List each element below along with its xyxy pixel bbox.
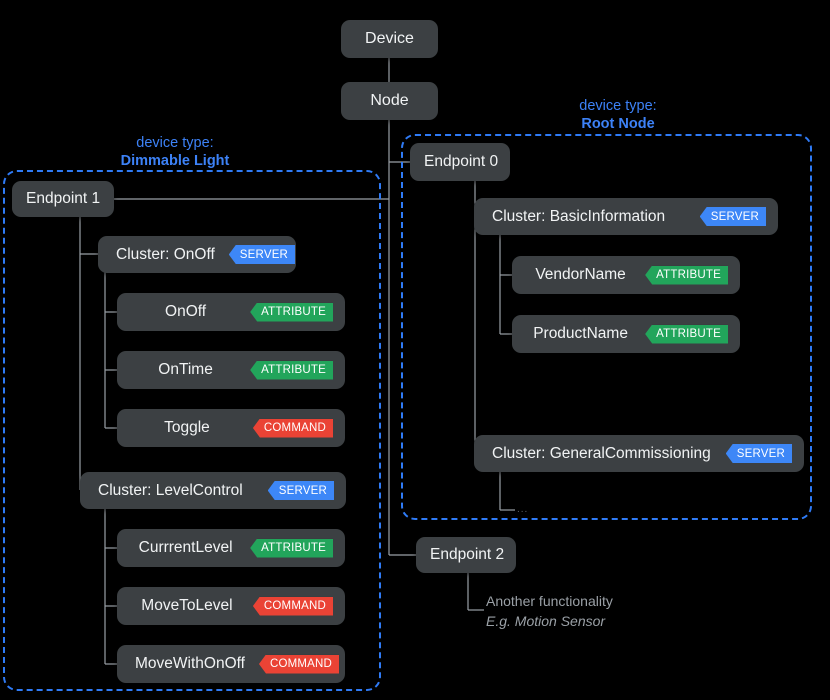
group-label-prefix: device type: [579,98,657,114]
node-item-onoff[interactable]: OnOff ATTRIBUTE [117,293,345,331]
commissioning-more-ellipsis: ... [517,504,529,515]
cluster-basicinformation-label: Cluster: BasicInformation [492,207,666,225]
group-label-root-node: device type: Root Node [538,97,698,133]
node-endpoint-0-label: Endpoint 0 [424,153,499,170]
node-cluster-levelcontrol[interactable]: Cluster: LevelControl SERVER [80,472,346,509]
node-item-productname[interactable]: ProductName ATTRIBUTE [512,315,740,353]
node-endpoint-2-label: Endpoint 2 [430,546,505,563]
node-item-vendorname[interactable]: VendorName ATTRIBUTE [512,256,740,294]
item-productname-label: ProductName [533,325,628,342]
item-vendorname-label: VendorName [535,266,626,283]
node-item-toggle[interactable]: Toggle COMMAND [117,409,345,447]
badge-attribute: ATTRIBUTE [250,538,333,558]
group-label-name: Root Node [581,116,655,132]
group-label-prefix: device type: [136,135,214,151]
endpoint-2-annotation: Another functionality E.g. Motion Sensor [486,591,613,631]
node-endpoint-1-label: Endpoint 1 [26,190,101,207]
node-item-ontime[interactable]: OnTime ATTRIBUTE [117,351,345,389]
badge-attribute: ATTRIBUTE [645,265,728,285]
node-endpoint-2[interactable]: Endpoint 2 [416,537,516,573]
node-endpoint-0[interactable]: Endpoint 0 [410,143,510,181]
endpoint-2-annotation-line-1: Another functionality [486,593,613,609]
badge-server: SERVER [699,207,766,226]
node-endpoint-1[interactable]: Endpoint 1 [12,181,114,217]
endpoint-2-annotation-line-2: E.g. Motion Sensor [486,613,606,629]
item-toggle-label: Toggle [164,419,210,436]
group-label-name: Dimmable Light [120,153,230,169]
badge-command: COMMAND [252,418,333,438]
item-onoff-label: OnOff [165,303,207,320]
item-ontime-label: OnTime [158,361,213,378]
node-item-movetolevel[interactable]: MoveToLevel COMMAND [117,587,345,625]
node-cluster-onoff[interactable]: Cluster: OnOff SERVER [98,236,296,273]
cluster-levelcontrol-label: Cluster: LevelControl [98,481,243,499]
node-cluster-generalcommissioning[interactable]: Cluster: GeneralCommissioning SERVER [474,435,804,472]
badge-server: SERVER [228,245,296,264]
item-movewithonoff-label: MoveWithOnOff [135,655,245,672]
badge-command: COMMAND [252,596,333,616]
item-movetolevel-label: MoveToLevel [141,597,233,614]
badge-server: SERVER [725,444,792,463]
group-label-dimmable-light: device type: Dimmable Light [95,134,255,170]
badge-attribute: ATTRIBUTE [250,302,333,322]
node-cluster-basicinformation[interactable]: Cluster: BasicInformation SERVER [474,198,778,235]
badge-command: COMMAND [258,654,340,674]
group-box-dimmable-light [3,170,381,691]
cluster-onoff-label: Cluster: OnOff [116,245,215,263]
group-box-root-node [401,134,812,520]
node-node-label: Node [370,92,409,109]
node-device-label: Device [365,30,414,47]
cluster-generalcommissioning-label: Cluster: GeneralCommissioning [492,444,711,462]
badge-server: SERVER [267,481,334,500]
node-item-movewithonoff[interactable]: MoveWithOnOff COMMAND [117,645,345,683]
node-node[interactable]: Node [341,82,438,120]
node-device[interactable]: Device [341,20,438,58]
badge-attribute: ATTRIBUTE [645,324,728,344]
node-item-currrentlevel[interactable]: CurrrentLevel ATTRIBUTE [117,529,345,567]
badge-attribute: ATTRIBUTE [250,360,333,380]
item-currrentlevel-label: CurrrentLevel [138,539,233,556]
